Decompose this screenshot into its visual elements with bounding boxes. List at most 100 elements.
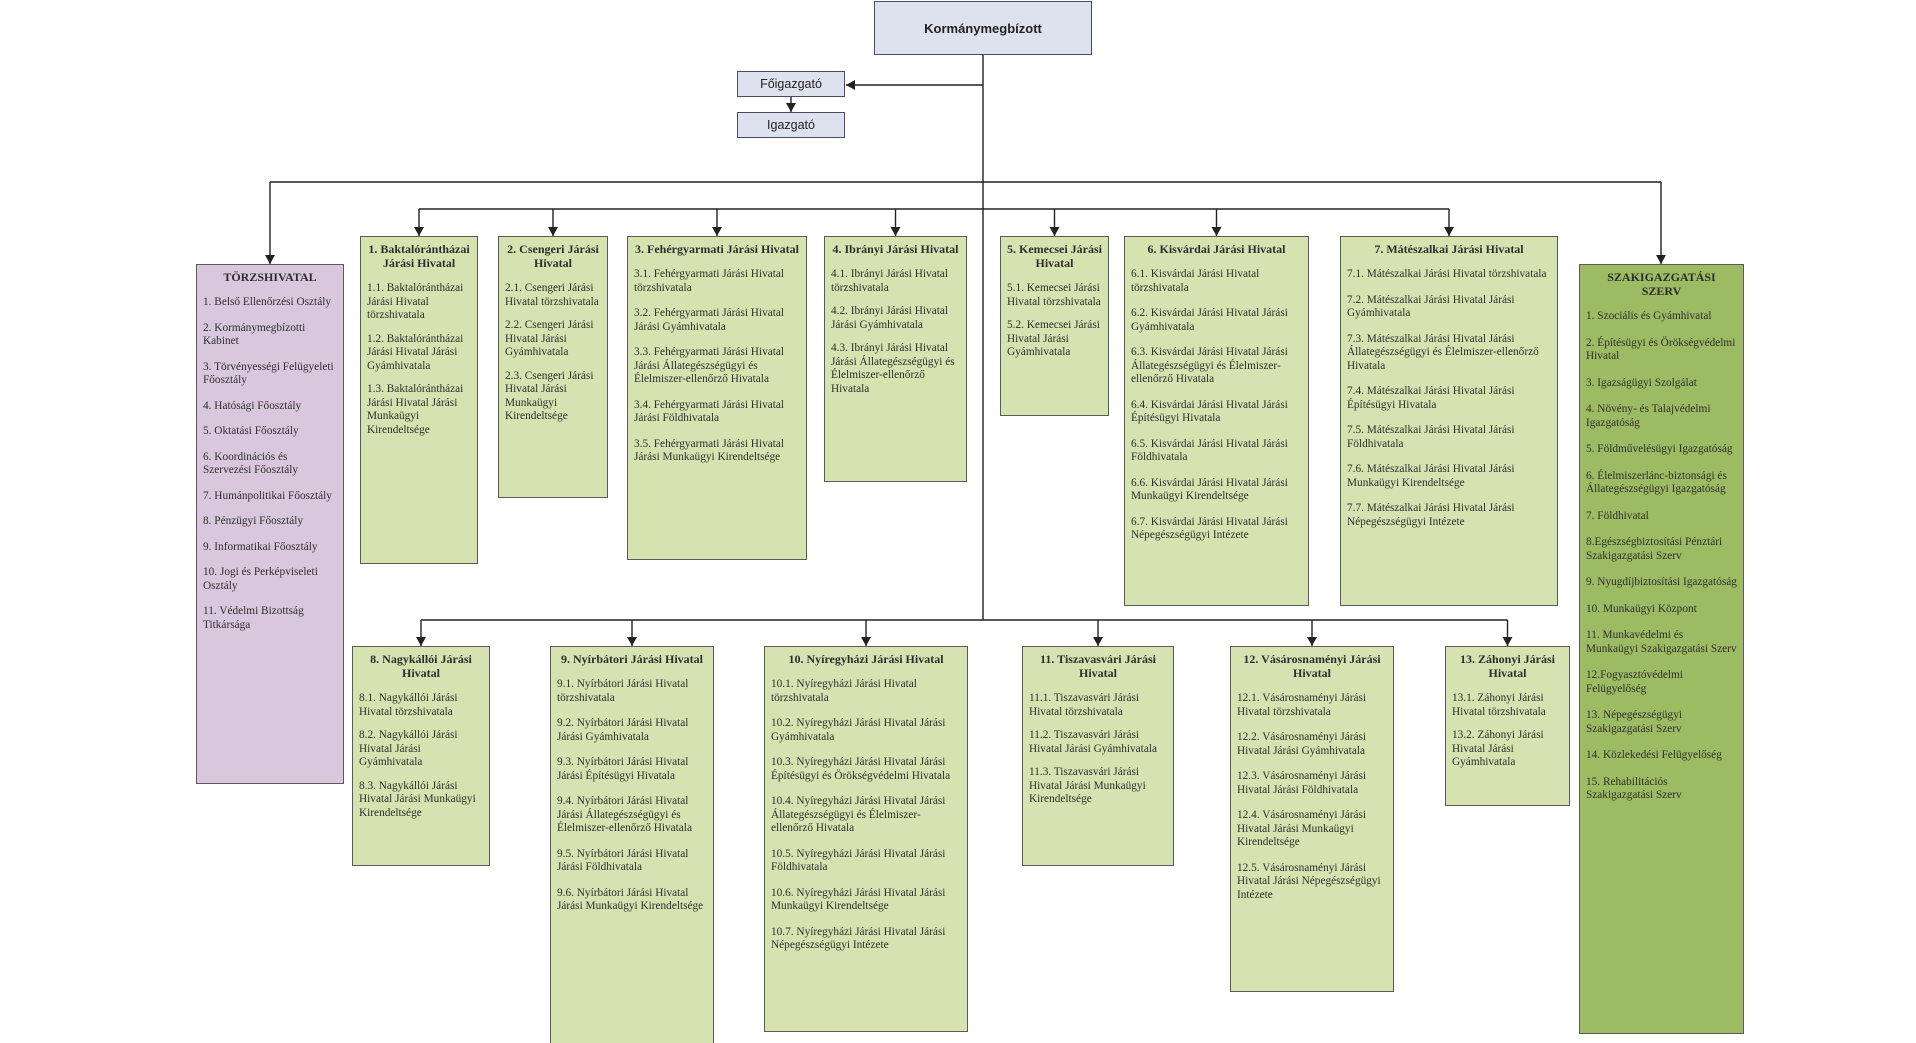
sub-unit: 12.5. Vásárosnaményi Járási Hivatal Járá… [1237, 861, 1381, 901]
unit-title: 3. Fehérgyarmati Járási Hivatal [635, 242, 799, 256]
sub-unit: 8.3. Nagykállói Járási Hivatal Járási Mu… [359, 779, 476, 819]
sub-unit: 13. Népegészségügyi Szakigazgatási Szerv [1586, 709, 1682, 735]
unit-title: 1. Baktalórántházai Járási Hivatal [368, 242, 470, 270]
sub-unit: 10. Munkaügyi Központ [1586, 602, 1697, 615]
sub-unit: 13.1. Záhonyi Járási Hivatal törzshivata… [1452, 692, 1546, 718]
top-district-arrow [712, 227, 722, 236]
sub-unit: 6.4. Kisvárdai Járási Hivatal Járási Épí… [1131, 398, 1288, 425]
governor-label: Kormánymegbízott [924, 20, 1042, 36]
sub-unit: 10.2. Nyíregyházi Járási Hivatal Járási … [771, 717, 946, 743]
sub-unit: 5.1. Kemecsei Járási Hivatal törzshivata… [1007, 282, 1101, 308]
bottom-district-arrow [1307, 637, 1317, 646]
sub-unit: 9.5. Nyírbátori Járási Hivatal Járási Fö… [557, 847, 689, 874]
top-district-arrow [548, 227, 558, 236]
sub-unit: 7.7. Mátészalkai Járási Hivatal Járási N… [1347, 502, 1515, 528]
sub-unit: 9.2. Nyírbátori Járási Hivatal Járási Gy… [557, 717, 689, 743]
sub-unit: 7.1. Mátészalkai Járási Hivatal törzshiv… [1347, 268, 1547, 280]
unit-title: 10. Nyíregyházi Járási Hivatal [788, 652, 944, 666]
sub-unit: 7.2. Mátészalkai Járási Hivatal Járási G… [1347, 293, 1515, 320]
sub-unit: 3. Igazságügyi Szolgálat [1586, 376, 1697, 389]
unit-title: 9. Nyírbátori Járási Hivatal [561, 652, 703, 666]
unit-title: 8. Nagykállói Járási Hivatal [370, 652, 472, 680]
sub-unit: 12.Fogyasztóvédelmi Felügyelőség [1586, 669, 1683, 695]
sub-unit: 4.2. Ibrányi Járási Hivatal Járási Gyámh… [831, 305, 949, 331]
district-box-8: 8. Nagykállói Járási Hivatal 8.1. Nagykál… [352, 646, 490, 866]
sub-unit: 3. Törvényességi Felügyeleti Főosztály [203, 360, 334, 387]
top-district-arrow [414, 227, 424, 236]
unit-title: 13. Záhonyi Járási Hivatal [1459, 652, 1555, 680]
sub-unit: 1. Belső Ellenőrzési Osztály [203, 296, 332, 308]
sub-unit: 10.1. Nyíregyházi Járási Hivatal törzshi… [771, 678, 917, 704]
sub-unit: 6.1. Kisvárdai Járási Hivatal törzshivat… [1131, 268, 1260, 294]
sub-unit: 4.3. Ibrányi Járási Hivatal Járási Állat… [831, 342, 955, 395]
top-district-arrow [1049, 227, 1060, 236]
governor-box: Kormánymegbízott [874, 1, 1092, 55]
sub-unit: 4. Hatósági Főosztály [203, 399, 302, 412]
sub-unit: 5. Oktatási Főosztály [203, 425, 299, 437]
director-label: Igazgató [767, 118, 815, 132]
sub-unit: 10.3. Nyíregyházi Járási Hivatal Járási … [771, 756, 951, 782]
sub-unit: 9.6. Nyírbátori Járási Hivatal Járási Mu… [557, 886, 704, 913]
sub-unit: 2. Kormánymegbízotti Kabinet [203, 321, 306, 348]
director-general-arrow [846, 80, 855, 90]
sub-unit: 8.Egészségbiztosítási Pénztári Szakigazg… [1586, 536, 1723, 562]
unit-title: 2. Csengeri Járási Hivatal [507, 242, 599, 270]
sub-unit: 6.5. Kisvárdai Járási Hivatal Járási Föl… [1131, 437, 1288, 464]
sub-unit: 7.6. Mátészalkai Járási Hivatal Járási M… [1347, 463, 1515, 489]
sub-unit: 11.1. Tiszavasvári Járási Hivatal törzsh… [1029, 692, 1140, 718]
director-general-box: Főigazgató [737, 71, 845, 97]
sub-unit: 6.2. Kisvárdai Járási Hivatal Járási Gyá… [1131, 307, 1288, 333]
bottom-district-arrow [1502, 637, 1513, 646]
sub-unit: 2.2. Csengeri Járási Hivatal Járási Gyám… [505, 319, 594, 358]
unit-title: 5. Kemecsei Járási Hivatal [1007, 242, 1102, 270]
unit-title: 11. Tiszavasvári Járási Hivatal [1040, 652, 1156, 680]
sub-unit: 6.7. Kisvárdai Járási Hivatal Járási Nép… [1131, 515, 1288, 542]
sub-unit: 11. Munkavédelmi és Munkaügyi Szakigazga… [1586, 629, 1737, 655]
district-box-1: 1. Baktalórántházai Járási Hivatal 1.1. B… [360, 236, 478, 564]
szakigazgatasi-arrow [1656, 255, 1666, 264]
sub-unit: 9.3. Nyírbátori Járási Hivatal Járási Ép… [557, 756, 689, 782]
sub-unit: 12.4. Vásárosnaményi Járási Hivatal Járá… [1237, 809, 1367, 848]
sub-unit: 2. Építésügyi és Örökségvédelmi Hivatal [1586, 336, 1736, 363]
sub-unit: 10.7. Nyíregyházi Járási Hivatal Járási … [771, 925, 946, 952]
sub-unit: 6.3. Kisvárdai Járási Hivatal Járási Áll… [1131, 346, 1288, 385]
sub-unit: 4. Növény- és Talajvédelmi Igazgatóság [1586, 403, 1711, 429]
sub-unit: 15. Rehabilitációs Szakigazgatási Szerv [1586, 775, 1682, 802]
sub-unit: 9. Nyugdíjbiztosítási Igazgatóság [1586, 576, 1737, 588]
sub-unit: 1.1. Baktalórántházai Járási Hivatal tör… [367, 282, 464, 321]
top-district-arrow [890, 227, 901, 236]
sub-unit: 8.1. Nagykállói Járási Hivatal törzshiva… [359, 692, 458, 718]
district-box-13: 13. Záhonyi Járási Hivatal 13.1. Záhonyi … [1445, 646, 1570, 806]
sub-unit: 12.1. Vásárosnaményi Járási Hivatal törz… [1237, 692, 1367, 718]
sub-unit: 3.2. Fehérgyarmati Járási Hivatal Járási… [634, 307, 785, 333]
bottom-district-arrow [861, 637, 871, 646]
director-arrow [786, 103, 796, 112]
sub-unit: 2.1. Csengeri Járási Hivatal törzshivata… [505, 282, 599, 308]
sub-unit: 6.6. Kisvárdai Járási Hivatal Járási Mun… [1131, 476, 1288, 503]
sub-unit: 3.3. Fehérgyarmati Járási Hivatal Járási… [634, 346, 785, 385]
sub-unit: 7.5. Mátészalkai Járási Hivatal Járási F… [1347, 424, 1515, 450]
district-box-9: 9. Nyírbátori Járási Hivatal 9.1. Nyírbát… [550, 646, 714, 1043]
sub-unit: 9. Informatikai Főosztály [203, 540, 318, 553]
sub-unit: 9.1. Nyírbátori Járási Hivatal törzshiva… [557, 678, 689, 704]
sub-unit: 3.5. Fehérgyarmati Járási Hivatal Járási… [634, 437, 785, 464]
top-district-arrow [1444, 227, 1454, 236]
unit-title: 4. Ibrányi Járási Hivatal [832, 242, 959, 256]
unit-title: 7. Mátészalkai Járási Hivatal [1374, 242, 1524, 256]
sub-unit: 11. Védelmi Bizottság Titkársága [203, 605, 304, 631]
torzshivatal-arrow [265, 255, 275, 264]
district-box-11: 11. Tiszavasvári Járási Hivatal 11.1. Tis… [1022, 646, 1174, 866]
sub-unit: 11.3. Tiszavasvári Járási Hivatal Járási… [1029, 766, 1146, 805]
sub-unit: 14. Közlekedési Felügyelőség [1586, 749, 1722, 761]
sub-unit: 2.3. Csengeri Járási Hivatal Járási Munk… [505, 369, 594, 423]
sub-unit: 5. Földművelésügyi Igazgatóság [1586, 443, 1733, 455]
sub-unit: 1.2. Baktalórántházai Járási Hivatal Jár… [367, 332, 464, 372]
sub-unit: 13.2. Záhonyi Járási Hivatal Járási Gyám… [1452, 729, 1544, 768]
